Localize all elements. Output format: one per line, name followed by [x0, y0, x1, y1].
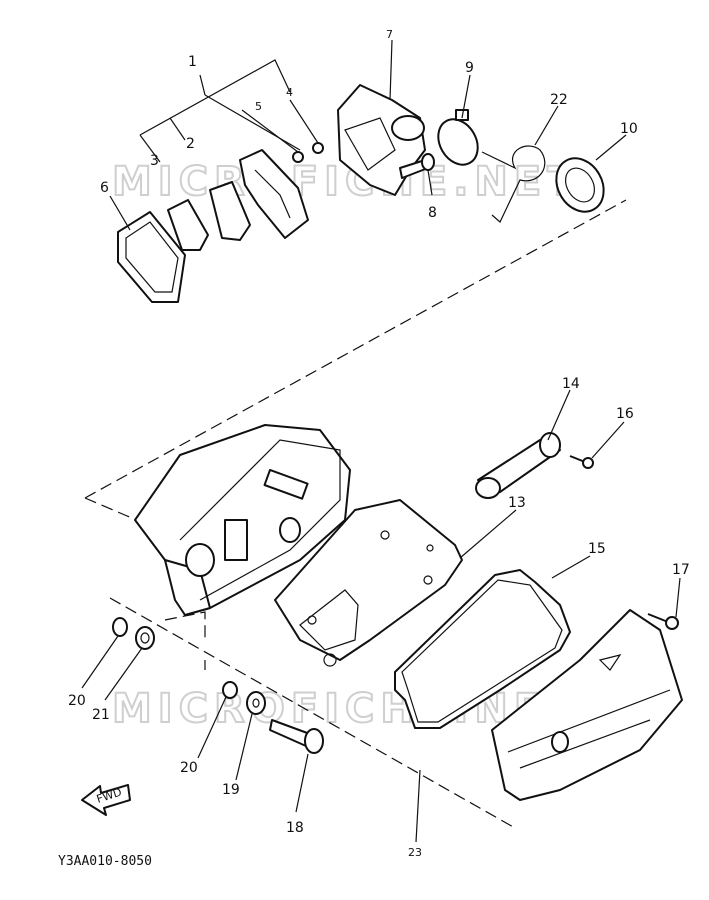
spring-22 — [481, 145, 546, 223]
case-cap — [491, 609, 683, 801]
callout-20-left: 20 — [68, 693, 86, 709]
bolt-18 — [269, 719, 324, 754]
reed-valve-group — [117, 59, 324, 303]
element-13 — [274, 499, 463, 667]
collar-20-bottom — [222, 681, 238, 699]
callout-19: 19 — [222, 782, 240, 798]
callouts: 1 2 3 4 5 6 7 8 9 10 13 14 15 16 17 18 1… — [68, 28, 690, 859]
callout-17: 17 — [672, 562, 690, 578]
callout-6: 6 — [100, 180, 109, 196]
washer-19 — [246, 691, 266, 715]
callout-16: 16 — [616, 406, 634, 422]
reed-3 — [167, 199, 209, 251]
callout-20-bottom: 20 — [180, 760, 198, 776]
callout-2: 2 — [186, 136, 195, 152]
air-cleaner-case — [134, 424, 351, 616]
callout-1: 1 — [188, 54, 197, 70]
callout-9: 9 — [465, 60, 474, 76]
watermark-top: MICROFICHE.NET — [112, 159, 581, 205]
callout-10: 10 — [620, 121, 638, 137]
callout-7: 7 — [386, 28, 393, 41]
diagram-code: Y3AA010-8050 — [58, 854, 152, 869]
callout-23: 23 — [408, 846, 422, 859]
callout-22: 22 — [550, 92, 568, 108]
callout-8: 8 — [428, 205, 437, 221]
callout-4: 4 — [286, 86, 293, 99]
stopper-2 — [209, 181, 251, 241]
fwd-arrow: FWD — [81, 784, 131, 816]
callout-15: 15 — [588, 541, 606, 557]
assembly-frame — [84, 199, 627, 829]
leader-lines — [81, 39, 681, 843]
callout-5: 5 — [255, 100, 262, 113]
grommet-21 — [135, 626, 155, 650]
joint-10 — [555, 157, 605, 213]
duct-14 — [475, 432, 561, 499]
callout-14: 14 — [562, 376, 580, 392]
gasket-6 — [117, 211, 186, 303]
screw-17 — [647, 613, 679, 630]
callout-3: 3 — [150, 153, 159, 169]
collar-20-left — [112, 617, 128, 637]
callout-21: 21 — [92, 707, 110, 723]
bolt-8 — [399, 153, 435, 179]
screw-16 — [569, 455, 594, 469]
gasket-15 — [394, 569, 571, 729]
callout-18: 18 — [286, 820, 304, 836]
callout-13: 13 — [508, 495, 526, 511]
